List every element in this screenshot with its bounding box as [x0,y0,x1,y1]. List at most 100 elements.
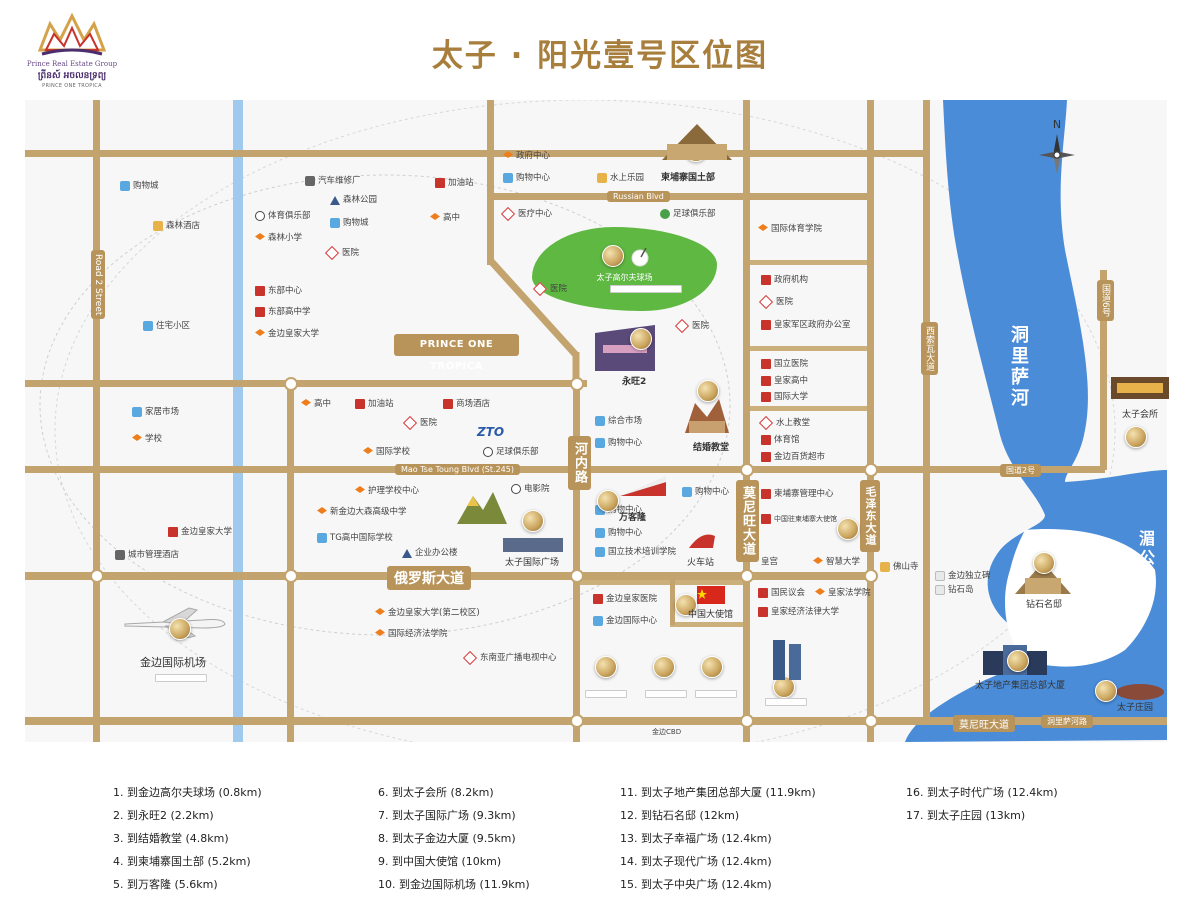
building-icon [758,588,768,598]
road-side5 [670,622,750,627]
poi-high-school-2: 高中 [301,398,331,410]
poi-intl-school: 国际学校 [363,446,410,458]
road-v2 [287,380,294,742]
shop-icon [682,487,692,497]
mountain-icon [457,492,507,524]
poi-shopping-center-3: 购物中心 [682,486,729,498]
poi-gas-station-2: 加油站 [355,398,394,410]
office-icon [402,549,412,558]
canal [233,100,243,742]
poi-forest-park: 森林公园 [330,194,377,206]
junction-5 [570,569,584,583]
road-label-right: 国道6号 [1097,280,1114,321]
marker-8 [837,518,859,540]
marker-13 [595,656,617,678]
poi-school: 学校 [132,433,162,445]
poi-mall-hotel: 商场酒店 [443,398,490,410]
school-icon [355,486,365,493]
car-icon [305,176,315,186]
label-airport: 金边国际机场 [140,656,206,669]
poi-intl-sports-school: 国际体育学院 [758,223,822,235]
legend-item: 4. 到柬埔寨国土部 (5.2km) [113,855,251,868]
poi-royal-university: 金边皇家大学 [255,328,319,340]
logo-english-name: Prince Real Estate Group [26,60,118,68]
label-makro: 万客隆 [619,513,647,523]
marker-2 [630,328,652,350]
shop-icon [132,407,142,417]
marker-6 [1125,426,1147,448]
school-icon [813,557,823,564]
building-icon [168,527,178,537]
legend-item: 8. 到太子金边大厦 (9.5km) [378,832,516,845]
poi-football-club-2: 足球俱乐部 [483,446,539,458]
poi-shopping-city-2: 购物城 [330,217,369,229]
poi-cinema: 电影院 [511,483,550,495]
road-bottom [25,717,1167,725]
marker-12 [1033,552,1055,574]
legend-item: 1. 到金边高尔夫球场 (0.8km) [113,786,262,799]
location-map: 河内路 俄罗斯大道 莫尼旺大道 毛泽东大道 西索瓦大道 Russian Blvd… [25,100,1169,742]
school-icon [132,434,142,441]
legend-item: 9. 到中国大使馆 (10km) [378,855,502,868]
poi-temple: 佛山寺 [880,561,919,573]
poi-residential: 住宅小区 [143,320,190,332]
poi-sports-club: 体育俱乐部 [255,210,311,222]
crown-icon [37,12,107,56]
train-station-icon [689,534,715,548]
shop-icon [595,505,605,515]
road-right [1100,270,1107,470]
junction-6 [740,463,754,477]
building-icon [761,452,771,462]
junction-4 [284,569,298,583]
road-label-sisowath-bottom: 洞里萨河路 [1041,715,1093,728]
road-v3 [487,100,494,265]
poi-palace: 皇宫 [761,557,779,567]
church-building-icon [685,399,729,433]
school-icon [375,608,385,615]
club-building-icon [1111,377,1169,399]
school-icon [815,588,825,595]
road-label-bottom1: 国道2号 [1000,464,1042,477]
poi-law-school: 国际经济法学院 [375,628,448,640]
poi-national-hospital: 国立医院 [761,358,808,370]
poi-royal-military: 皇家军区政府办公室 [761,319,851,331]
park-icon [660,209,670,219]
hotel-icon [115,550,125,560]
film-icon [511,484,521,494]
school-icon [375,629,385,636]
manor-building-icon [1116,684,1164,700]
poi-shopping-center-2: 购物中心 [595,437,642,449]
road-label-russia-top: Russian Blvd [607,191,670,202]
poi-shopping-center-4: 购物中心 [595,527,642,539]
company-logo: Prince Real Estate Group ព្រីនស៍ អចលនទ្រ… [22,10,122,90]
poi-economics-university: 皇家经济法律大学 [758,606,839,618]
junction-8 [864,463,878,477]
poi-hospital-5: 医院 [402,415,437,431]
school-icon [255,233,265,240]
poi-shopping-center-top: 购物中心 [503,172,550,184]
hospital-icon [532,281,548,297]
poi-east-center: 东部中心 [255,285,302,297]
poi-broadcast-center: 东南亚广播电视中心 [462,650,557,666]
plate-16 [765,698,807,706]
junction-2 [570,377,584,391]
poi-new-high-school: 新金边大森高级中学 [317,506,407,518]
junction-11 [740,714,754,728]
marker-3 [697,380,719,402]
road-label-sisowath: 西索瓦大道 [921,322,938,375]
road-h3b [287,380,587,387]
poi-football-club: 足球俱乐部 [660,208,716,220]
gas-icon [435,178,445,188]
school-icon [430,213,440,220]
road-side3 [745,406,870,411]
building-icon [761,359,771,369]
project-banner: PRINCE ONE TROPICA [394,334,519,372]
road-h4 [25,466,1105,473]
label-ministry: 柬埔寨国土部 [661,173,716,183]
building-icon [761,435,771,445]
poi-gas-station: 加油站 [435,177,474,189]
shop-icon [503,173,513,183]
poi-intl-center: 金边国际中心 [593,615,657,627]
cbd-label: 金边CBD [652,728,682,736]
hospital-icon [402,415,418,431]
